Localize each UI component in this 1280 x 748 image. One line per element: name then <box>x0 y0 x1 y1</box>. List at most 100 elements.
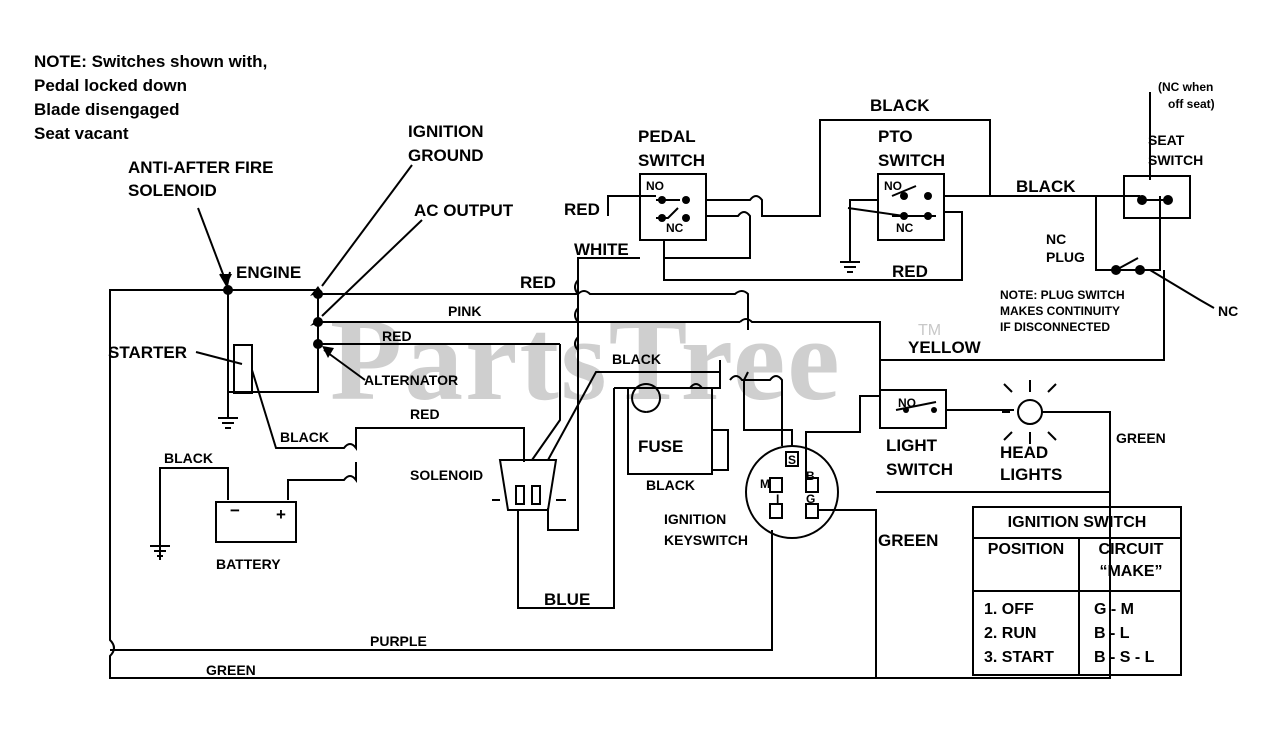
wire-label-green-right: GREEN <box>1116 430 1166 446</box>
wire-purple <box>110 530 773 651</box>
label-nc: NC <box>1218 303 1239 319</box>
table-cell-position: 3. START <box>984 649 1054 666</box>
wire-green-key <box>818 509 877 678</box>
label-battery: BATTERY <box>216 556 281 572</box>
keyswitch-terminal-b: B <box>806 469 815 483</box>
label-head-lights: LIGHTS <box>1000 465 1063 484</box>
solenoid-body <box>498 459 558 511</box>
table-cell-circuit: B - L <box>1094 625 1130 642</box>
keyswitch-terminal-i: I <box>776 492 780 506</box>
label-seat-note-2: off seat) <box>1168 97 1215 111</box>
note-line: NOTE: Switches shown with, <box>34 52 268 71</box>
arrow-ignition-ground <box>321 164 413 287</box>
table-header-circuit: CIRCUIT “MAKE” <box>1082 539 1180 583</box>
wire-label-red-pto: RED <box>892 262 928 281</box>
battery-minus: − <box>230 501 240 520</box>
wire-nc-plug <box>1095 196 1161 271</box>
table-header-circuit-2: “MAKE” <box>1099 563 1163 580</box>
ground-pto <box>840 238 860 273</box>
wire-label-black-solenoid: BLACK <box>612 351 661 367</box>
table-cell-circuit: B - S - L <box>1094 649 1155 666</box>
wire-label-green-key: GREEN <box>878 531 939 550</box>
table-divider-vertical <box>1078 539 1080 674</box>
wire-label-black-seat: BLACK <box>1016 177 1076 196</box>
table-title: IGNITION SWITCH <box>974 508 1180 539</box>
wire-label-black-top: BLACK <box>870 96 930 115</box>
note-line: Blade disengaged <box>34 100 180 119</box>
engine-block <box>227 289 319 393</box>
table-row: 2. RUN B - L <box>974 622 1180 646</box>
label-solenoid-anti: SOLENOID <box>128 181 217 200</box>
ground-battery <box>150 540 170 557</box>
wire-label-green-bottom: GREEN <box>206 662 256 678</box>
label-ground: GROUND <box>408 146 484 165</box>
table-cell-position: 2. RUN <box>984 625 1037 642</box>
label-plug-note-3: IF DISCONNECTED <box>1000 320 1111 334</box>
table-divider-horizontal <box>974 590 1180 592</box>
label-light: LIGHT <box>886 436 937 455</box>
watermark-tm: TM <box>918 322 942 339</box>
wire-black-fuse <box>712 429 729 471</box>
head-light <box>1017 399 1043 425</box>
table-header-position: POSITION <box>987 541 1065 558</box>
wire-label-purple: PURPLE <box>370 633 427 649</box>
wire-label-red-top: RED <box>520 273 556 292</box>
label-alternator: ALTERNATOR <box>364 372 459 388</box>
wire-label-red-mid: RED <box>382 328 412 344</box>
keyswitch-terminal-g: G <box>806 492 816 506</box>
wire-blue <box>517 388 615 609</box>
wire-green-light <box>1042 411 1111 492</box>
label-solenoid: SOLENOID <box>410 467 484 483</box>
table-row: 3. START B - S - L <box>974 646 1180 670</box>
ground-engine <box>218 410 238 429</box>
diagram-note: NOTE: Switches shown with, Pedal locked … <box>34 50 267 146</box>
pto-switch-box <box>877 173 945 241</box>
fuse-symbol <box>631 383 662 413</box>
watermark: PartsTree <box>330 294 842 425</box>
pto-no-contact: NO <box>884 179 902 193</box>
label-seat: SEAT <box>1148 132 1185 148</box>
label-ignition-keyswitch-2: KEYSWITCH <box>664 532 748 548</box>
wire-label-black-battery: BLACK <box>164 450 213 466</box>
label-pedal-switch: SWITCH <box>638 151 706 170</box>
note-line: Pedal locked down <box>34 76 188 95</box>
pedal-nc-contact: NC <box>666 221 684 235</box>
arrow-anti-after-fire <box>197 207 227 283</box>
label-seat-switch: SWITCH <box>1148 152 1204 168</box>
keyswitch-terminal-m: M <box>760 477 770 491</box>
pedal-switch-box <box>639 173 707 241</box>
arrow-ac-output <box>321 219 423 317</box>
pto-nc-contact: NC <box>896 221 914 235</box>
wire-label-blue: BLUE <box>544 590 591 609</box>
label-head: HEAD <box>1000 443 1049 462</box>
wire-label-red-pedal: RED <box>564 200 600 219</box>
wire-label-black-fuse: BLACK <box>646 477 695 493</box>
battery-plus: + <box>276 505 286 524</box>
label-plug-note-2: MAKES CONTINUITY <box>1000 304 1120 318</box>
nc-pointer <box>1149 269 1215 309</box>
starter-box <box>233 344 253 394</box>
wire-black-solenoid <box>547 371 720 461</box>
table-cell-position: 1. OFF <box>984 601 1034 618</box>
wire-yellow <box>880 270 1165 361</box>
battery-box <box>215 501 297 543</box>
wire-black-starter <box>251 369 525 462</box>
starter-pointer <box>195 351 243 365</box>
wire-red-pto <box>847 199 905 238</box>
wire-label-yellow: YELLOW <box>908 338 981 357</box>
label-ignition-keyswitch-1: IGNITION <box>664 511 727 527</box>
keyswitch-terminal-s: S <box>788 453 797 467</box>
label-nc-plug-2: PLUG <box>1046 249 1085 265</box>
label-engine: ENGINE <box>236 263 302 282</box>
label-starter: STARTER <box>108 343 188 362</box>
label-ignition: IGNITION <box>408 122 484 141</box>
label-seat-note-1: (NC when <box>1158 80 1214 94</box>
label-light-switch: SWITCH <box>886 460 954 479</box>
wire-white <box>547 257 640 531</box>
label-pedal: PEDAL <box>638 127 696 146</box>
light-no-contact: NO <box>898 396 916 410</box>
fuse-box <box>627 387 713 475</box>
wire-red-pedal <box>607 195 656 216</box>
wire-label-red-low: RED <box>410 406 440 422</box>
